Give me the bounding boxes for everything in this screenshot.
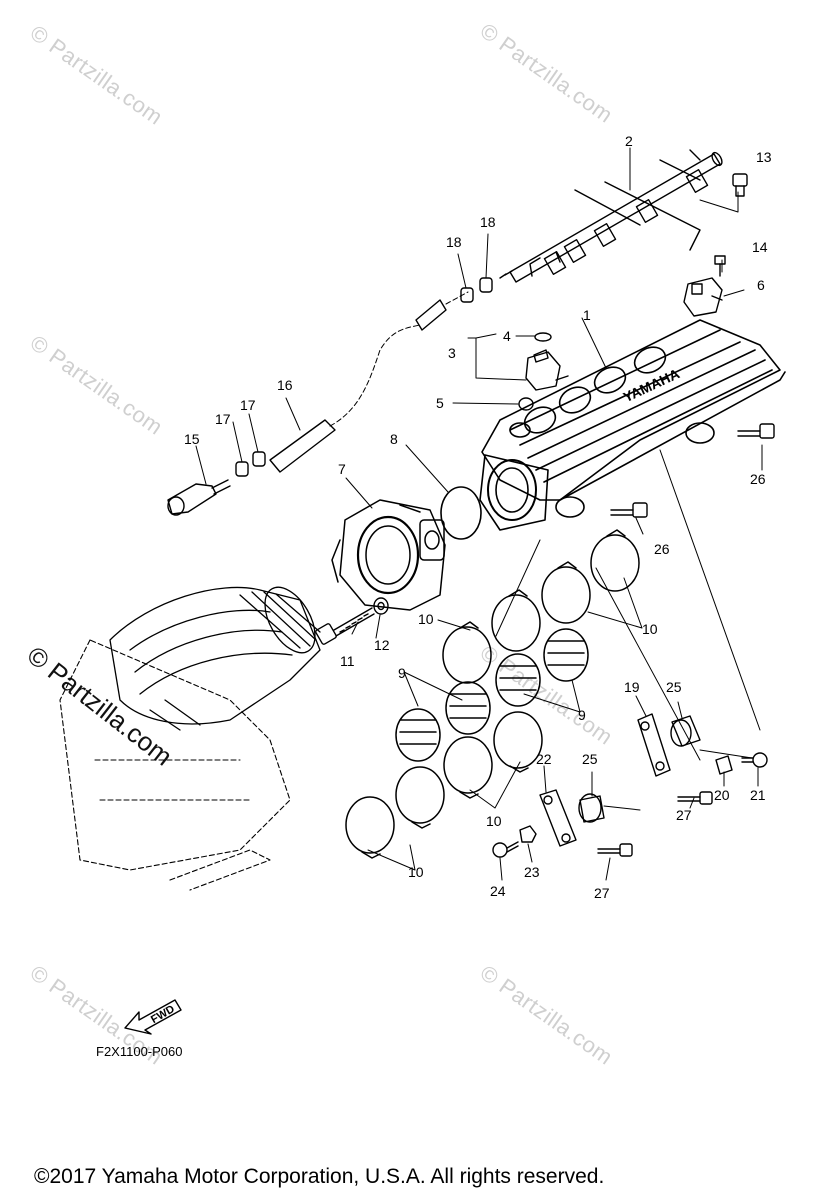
callout-9b: 9 (578, 707, 586, 723)
callout-8: 8 (390, 431, 398, 447)
o-ring-4 (534, 332, 552, 342)
stay-19 (637, 713, 671, 777)
callout-18b: 18 (480, 214, 496, 230)
clip-20 (715, 755, 733, 775)
callout-13: 13 (756, 149, 772, 165)
sensor-6 (683, 277, 723, 317)
callout-10c: 10 (408, 864, 424, 880)
intake-manifold (479, 319, 786, 531)
callout-19: 19 (624, 679, 640, 695)
callout-10b: 10 (642, 621, 658, 637)
callout-17a: 17 (215, 411, 231, 427)
callout-21: 21 (750, 787, 766, 803)
callout-10d: 10 (486, 813, 502, 829)
callout-1: 1 (583, 307, 591, 323)
callout-6: 6 (757, 277, 765, 293)
injector-3 (525, 349, 569, 391)
fwd-label: FWD (149, 1003, 177, 1026)
callout-2: 2 (625, 133, 633, 149)
intake-duct (109, 586, 321, 731)
callout-24: 24 (490, 883, 506, 899)
callout-12: 12 (374, 637, 390, 653)
bolt-11 (315, 607, 375, 645)
fuel-line-route (445, 291, 469, 305)
leader-lines (195, 147, 763, 881)
callout-22: 22 (536, 751, 552, 767)
callout-25a: 25 (666, 679, 682, 695)
damper-25 (578, 793, 605, 823)
callout-27b: 27 (594, 885, 610, 901)
callout-16: 16 (277, 377, 293, 393)
callout-11: 11 (340, 653, 355, 669)
hose-clamp-10 (345, 529, 640, 859)
bolt-13 (732, 173, 748, 197)
screw-14 (714, 255, 726, 277)
callout-numbers: 1 2 3 4 5 6 7 8 9 9 10 10 10 10 11 12 13… (184, 133, 772, 901)
callout-27a: 27 (676, 807, 692, 823)
callout-23: 23 (524, 864, 540, 880)
callout-3: 3 (448, 345, 456, 361)
callout-26b: 26 (654, 541, 670, 557)
nut-23 (519, 825, 537, 843)
damper-25 (670, 715, 701, 747)
callout-10a: 10 (418, 611, 434, 627)
intake-boot-9 (395, 628, 589, 762)
callout-20: 20 (714, 787, 730, 803)
callout-25b: 25 (582, 751, 598, 767)
gasket-8 (440, 486, 482, 540)
callout-17b: 17 (240, 397, 256, 413)
fuel-rail (499, 149, 723, 283)
washer-12 (373, 597, 389, 615)
callout-14: 14 (752, 239, 768, 255)
fuel-line-route (329, 324, 421, 427)
bolt-27 (597, 791, 713, 857)
fuel-hose-16 (269, 299, 447, 473)
callout-5: 5 (436, 395, 444, 411)
hose-clamp-18 (460, 277, 493, 303)
intake-housing (59, 639, 291, 891)
callout-4: 4 (503, 328, 511, 344)
callout-15: 15 (184, 431, 200, 447)
screw-21 (741, 752, 768, 768)
callout-18a: 18 (446, 234, 462, 250)
bolt-26 (610, 423, 775, 518)
forward-arrow-icon: FWD (124, 999, 182, 1035)
throttle-body (331, 499, 446, 611)
stay-22 (539, 789, 577, 847)
callout-7: 7 (338, 461, 346, 477)
fuel-connector-15 (167, 479, 231, 516)
copyright-notice: ©2017 Yamaha Motor Corporation, U.S.A. A… (34, 1165, 605, 1188)
screw-24 (492, 841, 519, 858)
callout-26a: 26 (750, 471, 766, 487)
seal-5 (518, 397, 534, 411)
figure-code: F2X1100-P060 (96, 1044, 183, 1059)
callout-9a: 9 (398, 665, 406, 681)
